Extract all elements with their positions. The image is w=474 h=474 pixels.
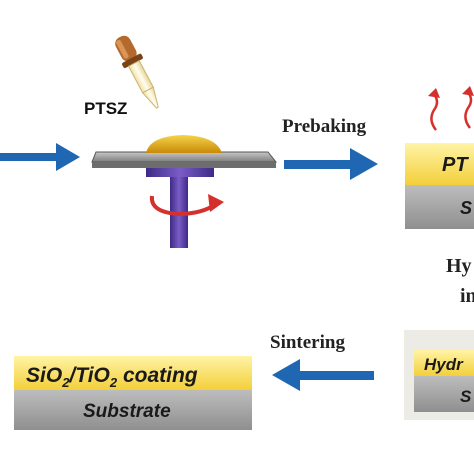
coating-label-mid: /TiO [68,364,109,387]
coating-label-sub2: 2 [109,375,118,390]
arrow-prebaking [284,148,378,180]
spin-disk [91,151,278,163]
pt-layer-label: PT [442,154,469,176]
arrow-sintering [272,359,374,391]
coating-label: SiO2/TiO2 coating [26,364,198,390]
substrate-label-top: S [460,198,472,218]
prebaking-label: Prebaking [282,116,367,137]
coating-droplet [146,135,222,153]
substrate-label-final: Substrate [83,401,171,422]
substrate-layer-top [405,185,474,229]
spin-coater [91,135,278,248]
coating-label-sio: SiO [26,364,62,387]
sintering-label: Sintering [270,332,345,353]
coating-label-sub1: 2 [61,375,70,390]
sample-hydrolyzed: Hydr S [404,330,474,420]
pt-coating-layer [405,143,474,185]
arrow-in-left [0,143,80,171]
heat-arrows-icon [428,86,474,131]
sio2-tio2-coating-layer [14,356,252,390]
hydrolysis-label-line1: Hy [446,255,472,277]
sample-prebaked: PT S [405,143,474,229]
dropper-icon [115,35,159,109]
substrate-label-bottom-right: S [460,387,472,406]
substrate-layer-final [14,390,252,430]
hydrolysis-label-line2: in [460,285,474,307]
rotation-arrow-icon [149,195,218,217]
spin-shaft [170,170,188,248]
hydr-layer-label: Hydr [424,355,464,374]
substrate-layer-bottom-right [414,376,474,412]
hydr-coating-layer [414,350,474,376]
ptsz-label: PTSZ [84,99,127,118]
sample-final: SiO2/TiO2 coating Substrate [14,356,252,430]
coating-label-end: coating [117,364,198,387]
